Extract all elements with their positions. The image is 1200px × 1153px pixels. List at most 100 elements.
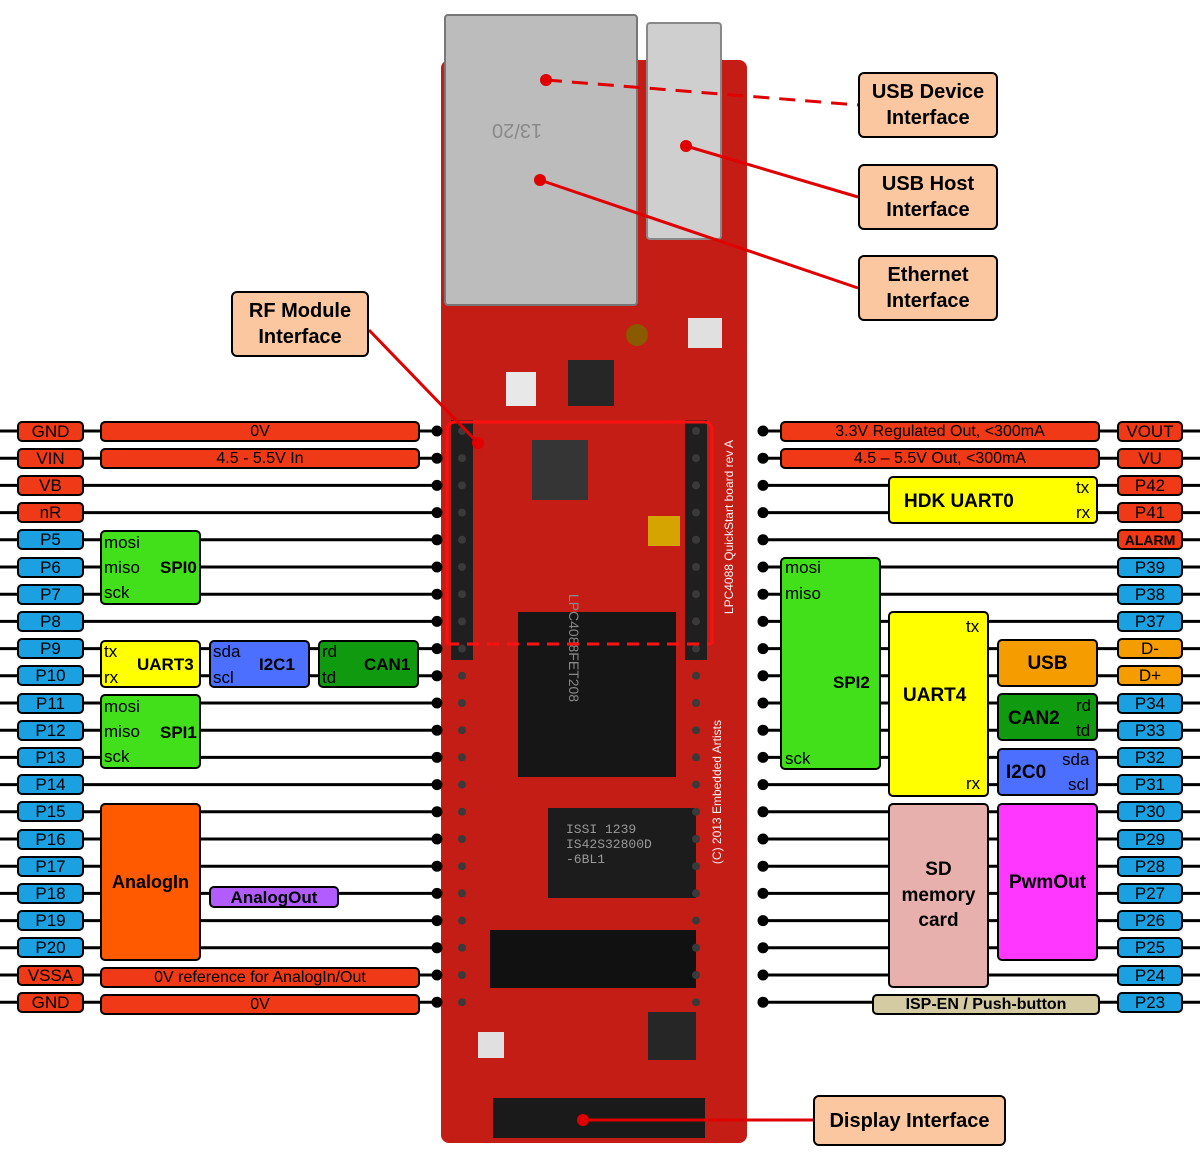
vssa-bar: 0V reference for AnalogIn/Out	[100, 967, 420, 988]
left-pin-dot	[431, 751, 443, 763]
right-pin-dot	[757, 806, 769, 818]
spi1-box	[100, 694, 201, 769]
right-pin-dot	[757, 779, 769, 791]
usb-host-dot	[680, 140, 692, 152]
left-pin-label: P13	[17, 746, 84, 768]
display-connector	[493, 1098, 705, 1138]
left-pin-dot	[431, 615, 443, 627]
display-callout: Display Interface	[813, 1095, 1006, 1146]
header-pin	[692, 780, 700, 789]
left-pin-dot	[431, 915, 443, 927]
left-pin-label: P11	[17, 692, 84, 714]
spi0-title: SPI0	[160, 558, 197, 577]
header-pin	[692, 998, 700, 1007]
i2c0-title: I2C0	[1006, 762, 1047, 783]
hdk-uart0-rx: rx	[1076, 503, 1091, 522]
right-pin-label: D-	[1117, 638, 1183, 660]
spi0-box	[100, 530, 201, 605]
header-pin	[458, 943, 466, 952]
left-pin-dot	[431, 452, 443, 464]
left-pin-label: P18	[17, 882, 84, 904]
sdram-chip	[548, 808, 696, 898]
expansion-connector	[490, 930, 696, 988]
right-pin-dot	[757, 670, 769, 682]
can2-box	[997, 693, 1098, 741]
header-pin	[692, 671, 700, 680]
rf-module-outline	[445, 420, 714, 644]
right-pin-label: ALARM	[1117, 529, 1183, 551]
header-pin	[692, 916, 700, 925]
left-pin-dot	[431, 534, 443, 546]
hdk-uart0-box	[888, 476, 1098, 524]
right-pin-label: P29	[1117, 828, 1183, 850]
sdram-label: ISSI 1239 IS42S32800D -6BL1	[566, 822, 652, 867]
header-pin	[692, 699, 700, 707]
usb-device-dot	[540, 74, 552, 86]
chip	[648, 1012, 696, 1060]
i2c1-box	[209, 640, 310, 688]
left-pin-label: P10	[17, 665, 84, 687]
usb-host-line	[685, 144, 859, 199]
push-button	[478, 1032, 504, 1058]
capacitor	[648, 516, 680, 546]
left-pin-label: P14	[17, 774, 84, 796]
left-pin-label: P20	[17, 937, 84, 959]
right-pin-dot	[757, 833, 769, 845]
uart3-box	[100, 640, 201, 688]
header-pin	[692, 535, 700, 544]
header-pin	[458, 780, 466, 789]
right-pin-dot	[757, 561, 769, 573]
header-pin	[458, 508, 466, 517]
right-pin-dot	[757, 643, 769, 655]
right-pin-label: P38	[1117, 583, 1183, 605]
usb-device-callout: USB Device Interface	[858, 72, 998, 138]
header-pin	[692, 943, 700, 952]
header-pin	[458, 644, 466, 653]
left-pin-dot	[431, 969, 443, 981]
ethernet-jack	[444, 14, 638, 306]
uart3-title: UART3	[137, 655, 194, 674]
right-pin-label: P41	[1117, 502, 1183, 524]
header-pin	[458, 563, 466, 571]
vin-bar: 4.5 - 5.5V In	[100, 448, 420, 469]
header-pin	[692, 807, 700, 816]
right-pin-label: P31	[1117, 774, 1183, 796]
analogout-box: AnalogOut	[209, 886, 339, 908]
left-pin-dot	[431, 588, 443, 600]
i2c0-scl: scl	[1068, 775, 1089, 794]
header-pin	[458, 671, 466, 680]
left-pin-dot	[431, 561, 443, 573]
left-pin-dot	[431, 806, 443, 818]
right-pin-dot	[757, 534, 769, 546]
mcu-chip	[518, 612, 676, 777]
left-pin-label: VB	[17, 474, 84, 496]
analogin-box: AnalogIn	[100, 803, 201, 961]
i2c1-sda: sda	[213, 642, 241, 661]
left-pin-label: P9	[17, 638, 84, 660]
right-pin-label: VOUT	[1117, 420, 1183, 442]
left-pin-dot	[431, 860, 443, 872]
uart4-tx: tx	[966, 617, 980, 636]
chip	[568, 360, 614, 406]
right-pin-label: D+	[1117, 665, 1183, 687]
right-pin-dot	[757, 969, 769, 981]
i2c1-scl: scl	[213, 668, 234, 687]
header-pin	[458, 535, 466, 544]
left-pin-dot	[431, 670, 443, 682]
left-pin-dot	[431, 697, 443, 709]
header-pin	[458, 481, 466, 490]
header-pin	[458, 835, 466, 843]
header-pin	[692, 454, 700, 463]
left-pin-dot	[431, 479, 443, 491]
header-pin	[458, 699, 466, 707]
header-pin	[458, 916, 466, 925]
right-pin-label: P24	[1117, 964, 1183, 986]
right-pin-dot	[757, 860, 769, 872]
header-pin	[692, 508, 700, 517]
can2-rd: rd	[1076, 696, 1092, 715]
right-pin-label: P42	[1117, 474, 1183, 496]
uart4-title: UART4	[903, 685, 967, 706]
spi2-mosi: mosi	[785, 558, 821, 577]
left-pin-label: VSSA	[17, 964, 84, 986]
usb-box: USB	[997, 639, 1098, 687]
